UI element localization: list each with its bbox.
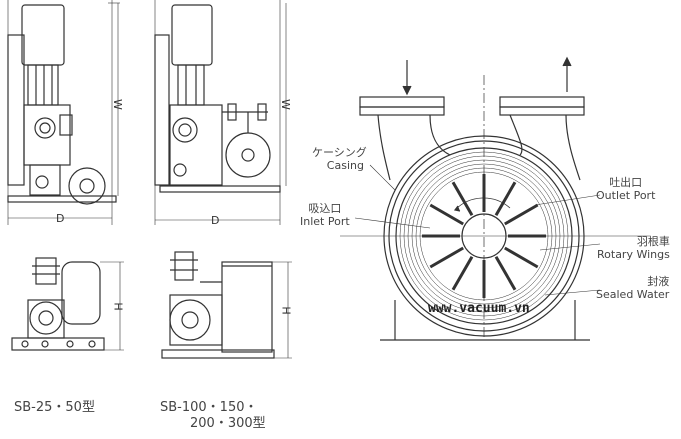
impeller-wing [451,181,474,216]
label-rotary-wings: 羽根車 Rotary Wings [597,235,670,261]
dimension-d-small: D [56,212,65,225]
model-label-large-line1: SB-100・150・ [160,400,258,415]
model-label-small: SB-25・50型 [14,400,95,415]
impeller-wing [494,181,517,216]
label-jp: 吐出口 [609,176,643,189]
label-en: Inlet Port [300,215,350,228]
label-jp: ケーシング [312,146,367,159]
watermark: www.vacuum.vn [428,301,530,316]
pump-small-front-view [7,0,120,225]
label-en: Outlet Port [596,189,656,202]
impeller-wing [504,203,539,226]
label-jp: 封液 [647,275,670,288]
pump-cross-section [340,56,650,341]
label-jp: 吸込口 [308,202,342,215]
impeller-wing [504,246,539,269]
pump-large-front-view [154,0,287,225]
pump-large-side-view [161,251,292,359]
impeller-wing [451,256,474,291]
impeller-wing [494,256,517,291]
dimension-h-small: H [111,302,125,311]
model-label-large-line2: 200・300型 [190,416,266,431]
label-en: Rotary Wings [597,248,670,261]
label-outlet-port: 吐出口 Outlet Port [596,176,655,202]
dimension-h-large: H [279,306,293,315]
dimension-w-large: W [278,99,292,110]
impeller-wing [429,203,464,226]
label-sealed-water: 封液 Sealed Water [596,275,669,301]
dimension-d-large: D [211,214,220,227]
dimension-w-small: W [110,99,124,110]
label-casing: ケーシング Casing [312,146,367,172]
label-jp: 羽根車 [636,235,670,248]
label-en: Sealed Water [596,288,670,301]
label-inlet-port: 吸込口 Inlet Port [300,202,350,228]
impeller-wing [429,246,464,269]
pump-small-side-view [11,257,124,351]
label-en: Casing [326,159,364,172]
